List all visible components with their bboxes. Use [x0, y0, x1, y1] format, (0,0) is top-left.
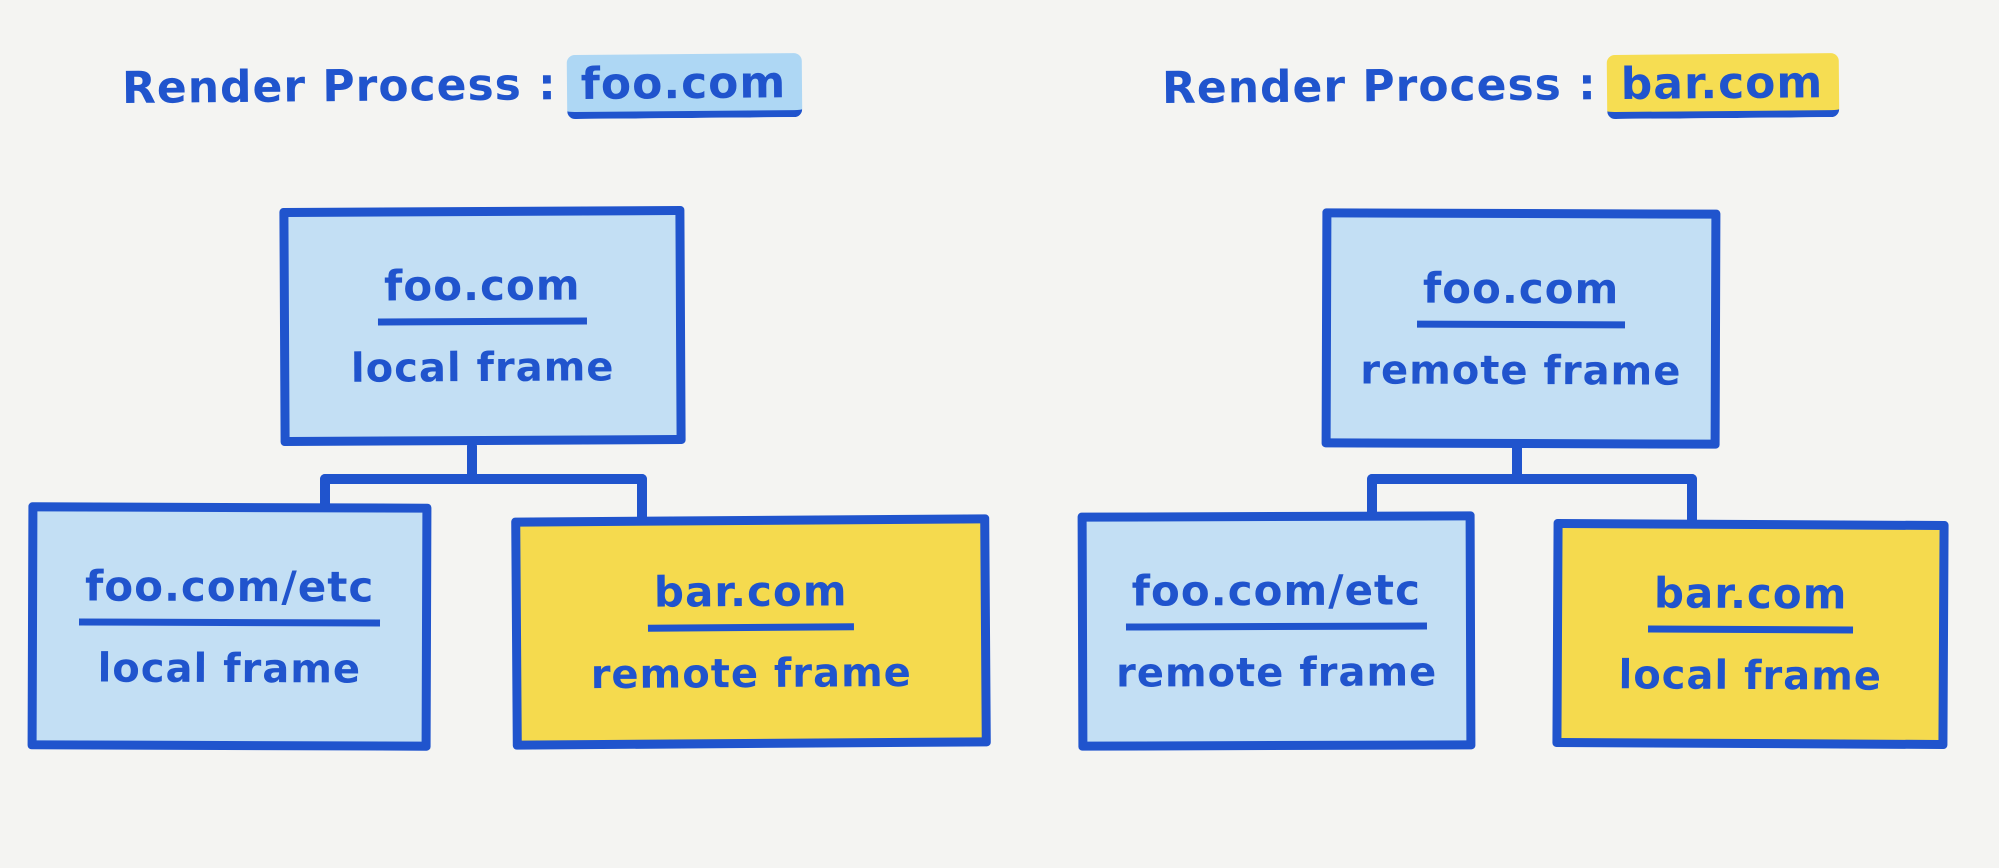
node-domain: foo.com/etc [1125, 565, 1428, 631]
connector-drop-left [1367, 474, 1377, 520]
node-frame-type: local frame [350, 344, 615, 392]
root-node-foo: foo.com local frame [279, 205, 686, 447]
connector-drop-right [1687, 474, 1697, 528]
tree-title-prefix: Render Process : [1161, 59, 1597, 114]
node-domain: bar.com [647, 566, 854, 632]
node-frame-type: remote frame [1360, 346, 1682, 395]
connector-stem [467, 441, 477, 483]
node-domain: bar.com [1647, 568, 1854, 634]
tree-title-domain-highlight: bar.com [1606, 53, 1840, 120]
root-node-foo-remote: foo.com remote frame [1321, 208, 1721, 449]
connector-bar [320, 474, 647, 484]
node-domain: foo.com [377, 260, 587, 326]
connector-bar [1367, 474, 1697, 484]
node-frame-type: remote frame [1116, 649, 1438, 697]
node-frame-type: local frame [1618, 652, 1883, 700]
connector-stem [1512, 443, 1522, 483]
node-frame-type: remote frame [590, 649, 913, 699]
child-node-foo-etc: foo.com/etc local frame [27, 502, 432, 751]
connector-drop-right [637, 474, 647, 526]
tree-title-bar-process: Render Process :bar.com [1162, 53, 1840, 123]
child-node-bar-local: bar.com local frame [1552, 518, 1949, 750]
tree-title-foo-process: Render Process :foo.com [122, 53, 803, 123]
node-domain: foo.com [1416, 263, 1626, 328]
node-frame-type: local frame [97, 645, 362, 692]
child-node-bar: bar.com remote frame [511, 514, 991, 750]
connector-drop-left [320, 474, 330, 512]
child-node-foo-etc-remote: foo.com/etc remote frame [1077, 511, 1476, 751]
tree-title-prefix: Render Process : [121, 59, 557, 114]
node-domain: foo.com/etc [78, 560, 381, 627]
tree-title-domain-highlight: foo.com [566, 53, 803, 120]
